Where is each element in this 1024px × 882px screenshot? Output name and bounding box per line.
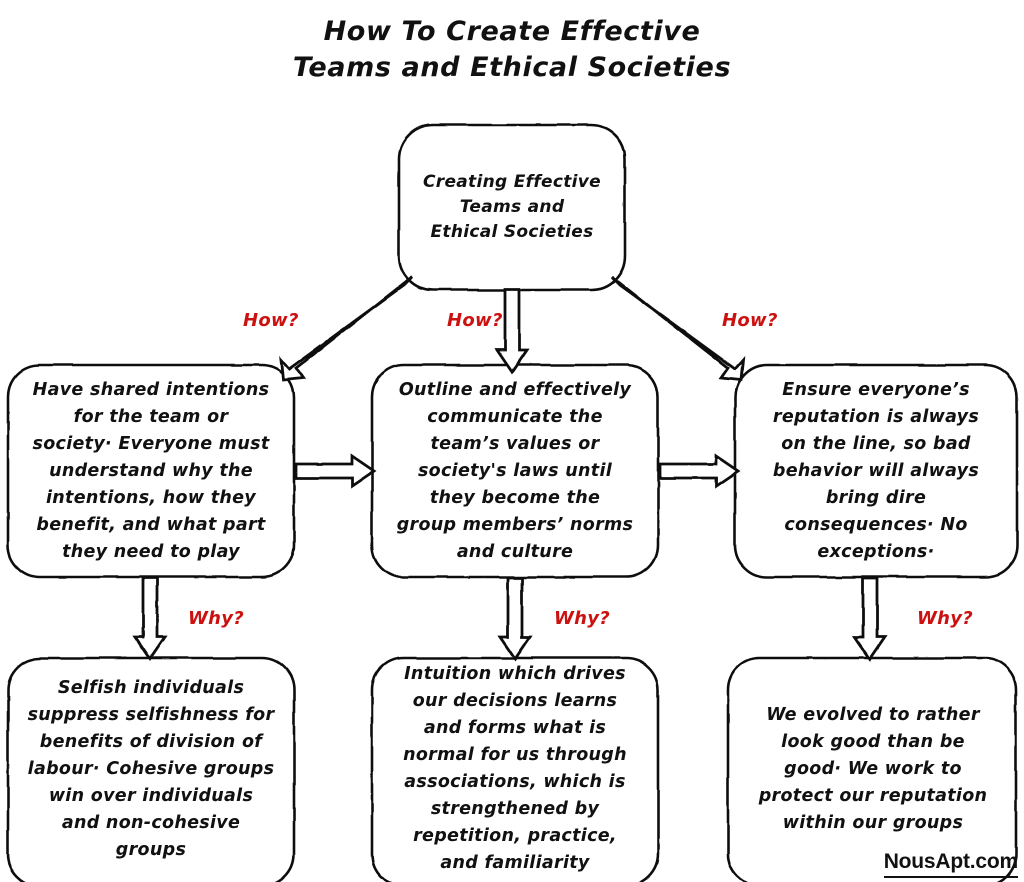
node-root-label: Creating Effective Teams and Ethical Soc… [423,171,601,242]
page-title: How To Create Effective Teams and Ethica… [292,16,732,83]
node-b2-label: Intuition which drives our decisions lea… [403,664,627,873]
edge-label-how-right: How? [722,310,778,331]
node-m2-label: Outline and effectively communicate the … [396,379,634,562]
edge-label-why-middle: Why? [554,608,611,629]
arrow-root-to-m2 [494,288,530,375]
arrow-root-to-m3 [611,275,745,382]
edge-label-why-left: Why? [188,608,245,629]
node-b3-label: We evolved to rather look good than be g… [758,704,988,833]
arrow-m2-to-b2 [497,576,533,662]
arrow-root-to-m1 [279,275,413,382]
arrow-m1-to-b1 [132,576,168,662]
node-b1-label: Selfish individuals suppress selfishness… [27,677,275,860]
watermark: NousApt.com [883,850,1018,878]
arrow-m2-to-m3 [658,453,741,489]
arrow-m1-to-m2 [294,453,377,489]
edge-label-why-right: Why? [917,608,974,629]
node-m3-label: Ensure everyone’s reputation is always o… [772,379,980,562]
arrow-m3-to-b3 [852,576,888,662]
edge-label-how-left: How? [243,310,299,331]
edge-label-how-middle: How? [447,310,503,331]
node-m1-label: Have shared intentions for the team or s… [32,379,270,562]
